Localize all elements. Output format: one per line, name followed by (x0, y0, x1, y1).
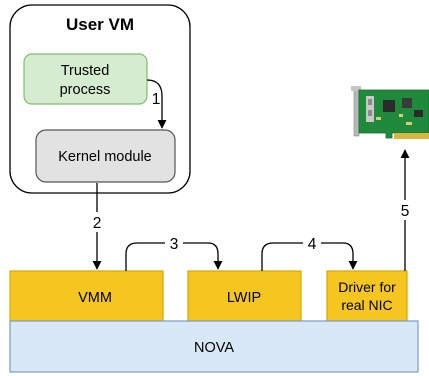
user-vm-title: User VM (66, 15, 134, 34)
lwip-label: LWIP (227, 290, 261, 306)
nova-box: NOVA (9, 320, 419, 373)
vmm-label: VMM (78, 290, 112, 306)
step-5-label: 5 (401, 203, 410, 220)
step-3-label: 3 (170, 236, 179, 253)
trusted-process-line1: Trusted (61, 63, 110, 79)
arrow-step-1: 1 (146, 79, 167, 129)
arrow-step-3: 3 (125, 234, 223, 271)
step-1-label: 1 (152, 91, 161, 108)
driver-line2: real NIC (341, 297, 392, 313)
trusted-process-line2: process (60, 82, 111, 98)
step-2-label: 2 (93, 215, 102, 232)
trusted-process-box: Trusted process (23, 53, 148, 105)
step-4-label: 4 (308, 236, 317, 253)
driver-box: Driver for real NIC (326, 270, 408, 322)
arrow-step-4: 4 (261, 234, 358, 271)
kernel-module-label: Kernel module (58, 149, 152, 165)
network-card-icon (351, 86, 429, 139)
driver-line1: Driver for (338, 279, 396, 295)
vmm-box: VMM (9, 270, 164, 322)
kernel-module-box: Kernel module (35, 129, 176, 183)
arrow-step-2: 2 (89, 183, 105, 270)
lwip-box: LWIP (187, 270, 302, 322)
nova-label: NOVA (194, 340, 234, 356)
arrow-step-5: 5 (396, 149, 414, 271)
